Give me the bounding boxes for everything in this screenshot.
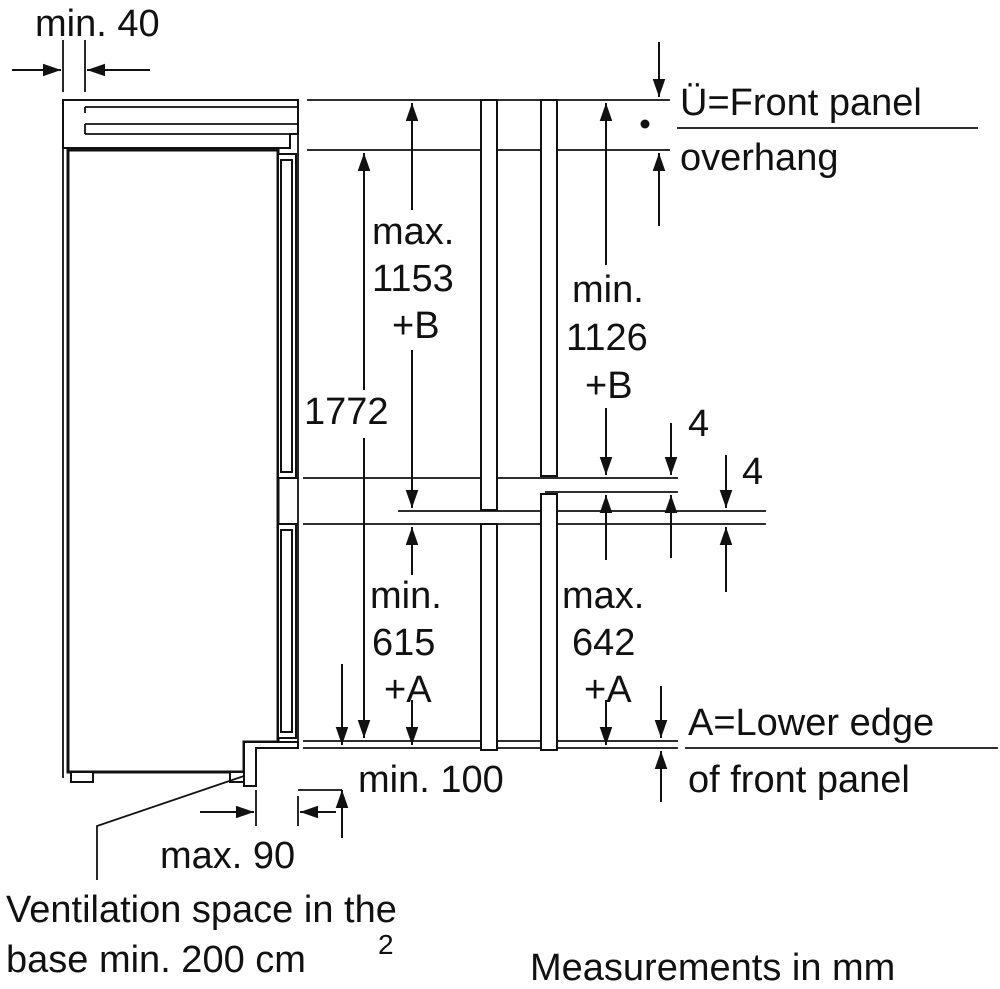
label-1772: 1772 [304, 391, 389, 433]
label-max-642-line2: 642 [572, 622, 635, 664]
label-lower-edge-line1: A=Lower edge [688, 702, 934, 744]
label-min-1126-line3: +B [585, 365, 633, 407]
label-overhang-line1: Ü=Front panel [680, 82, 922, 124]
label-min-1126-line1: min. [572, 269, 644, 311]
appliance-doors [277, 153, 298, 739]
label-min-615-line2: 615 [372, 622, 435, 664]
label-max-90: max. 90 [160, 835, 295, 877]
cabinet-outline [62, 99, 299, 787]
label-min-100: min. 100 [358, 759, 504, 801]
label-gap-4-upper: 4 [688, 403, 709, 445]
label-min-615-line3: +A [384, 669, 432, 711]
label-min-1126-line2: 1126 [566, 317, 648, 359]
front-panels [480, 99, 558, 751]
dimension-arrows [12, 40, 733, 880]
label-units: Measurements in mm [530, 947, 895, 989]
label-overhang-line2: overhang [680, 137, 838, 179]
label-max-642-line3: +A [584, 669, 632, 711]
label-lower-edge-line2: of front panel [688, 759, 910, 801]
label-max-1153-line1: max. [372, 211, 454, 253]
label-ventilation-line1: Ventilation space in the [6, 889, 397, 931]
label-max-642-line1: max. [562, 575, 644, 617]
dimension-labels: min. 40 Ü=Front panel overhang max. 1153… [6, 3, 934, 989]
label-ventilation-line2: base min. 200 cm [6, 939, 306, 981]
label-min-615-line1: min. [370, 575, 442, 617]
label-max-1153-line2: 1153 [372, 258, 454, 300]
label-ventilation-superscript: 2 [378, 929, 394, 960]
label-gap-4-lower: 4 [742, 451, 763, 493]
label-max-1153-line3: +B [392, 305, 440, 347]
label-min-40: min. 40 [35, 3, 160, 45]
